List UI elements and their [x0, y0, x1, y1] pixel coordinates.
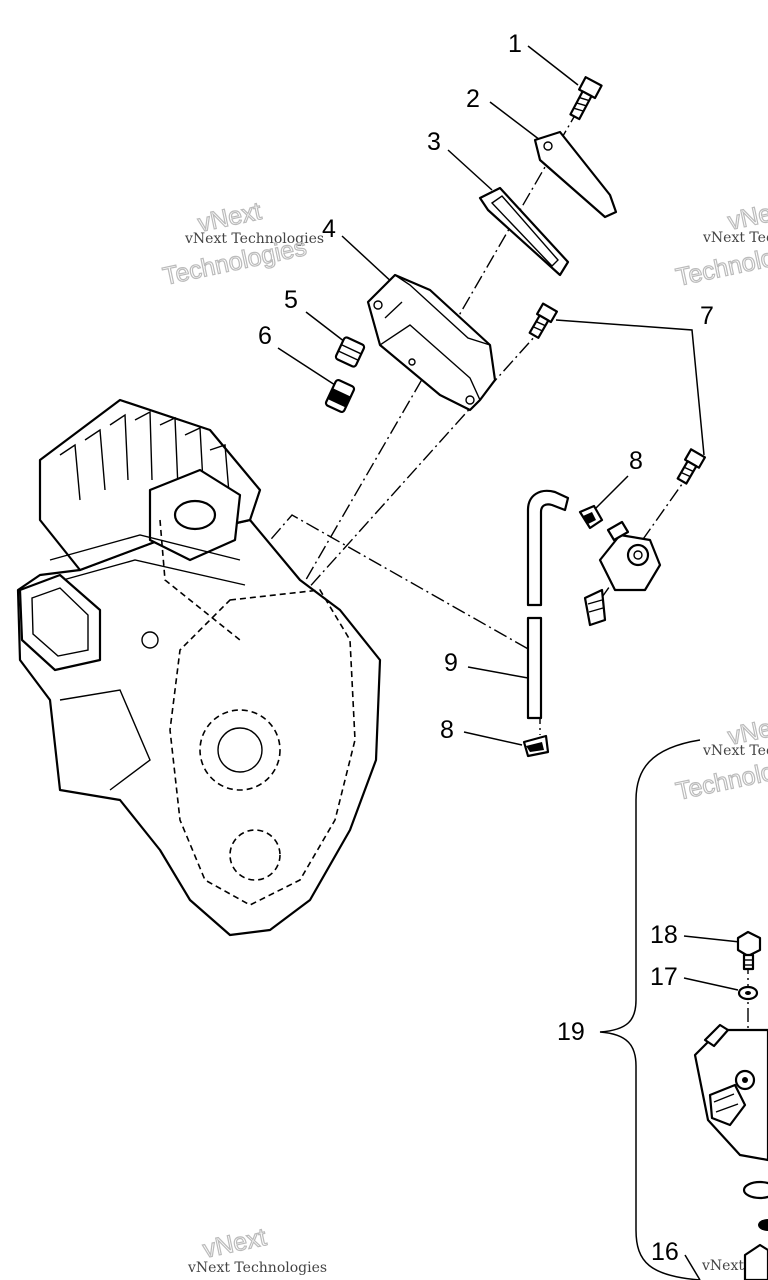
- callout-16: 16: [651, 1238, 679, 1266]
- part-engine-assembly: [16, 398, 382, 937]
- part-pump-assembly-lower: [693, 930, 768, 1280]
- part-oil-pump: [583, 520, 662, 627]
- part-bolt-18: [736, 930, 762, 971]
- leader-lines: [277, 45, 741, 1280]
- part-sleeve: [324, 378, 356, 414]
- callout-8-upper: 8: [629, 447, 643, 475]
- part-banjo-bolt-lower: [676, 448, 707, 485]
- part-nut: [334, 336, 366, 368]
- part-banjo-bolt-upper: [528, 302, 559, 339]
- callout-2: 2: [466, 85, 480, 113]
- callout-labels: 1 2 3 4 5 6 7 8 9 8 18 17 19 16: [258, 30, 714, 1266]
- callout-3: 3: [427, 128, 441, 156]
- part-hose-clamp-lower: [522, 734, 550, 758]
- part-housing: [366, 273, 497, 412]
- part-hose-clamp-upper: [578, 504, 604, 530]
- part-gasket: [478, 186, 570, 277]
- callout-8-lower: 8: [440, 716, 454, 744]
- watermark-small: vNext Technologies: [702, 743, 768, 759]
- callout-17: 17: [650, 963, 678, 991]
- watermark-big-top: vNext: [200, 1223, 268, 1264]
- callout-7: 7: [700, 302, 714, 330]
- center-lines: [239, 109, 749, 1060]
- callout-6: 6: [258, 322, 272, 350]
- callout-5: 5: [284, 286, 298, 314]
- callout-1: 1: [508, 30, 522, 58]
- part-bolt: [569, 76, 603, 121]
- callout-4: 4: [322, 215, 336, 243]
- part-gear-16: [743, 1243, 768, 1280]
- callout-9: 9: [444, 649, 458, 677]
- part-cover-plate: [533, 130, 618, 219]
- watermark-small: vNext Technologies: [187, 1260, 327, 1276]
- part-o-ring: [742, 1180, 768, 1200]
- callout-18: 18: [650, 921, 678, 949]
- watermark-small: vNext Technologies: [184, 231, 324, 247]
- callout-19: 19: [557, 1018, 585, 1046]
- watermark-small: vNext Technologies: [702, 230, 768, 246]
- part-washer-hole: [745, 991, 751, 995]
- part-oil-line: [526, 489, 570, 720]
